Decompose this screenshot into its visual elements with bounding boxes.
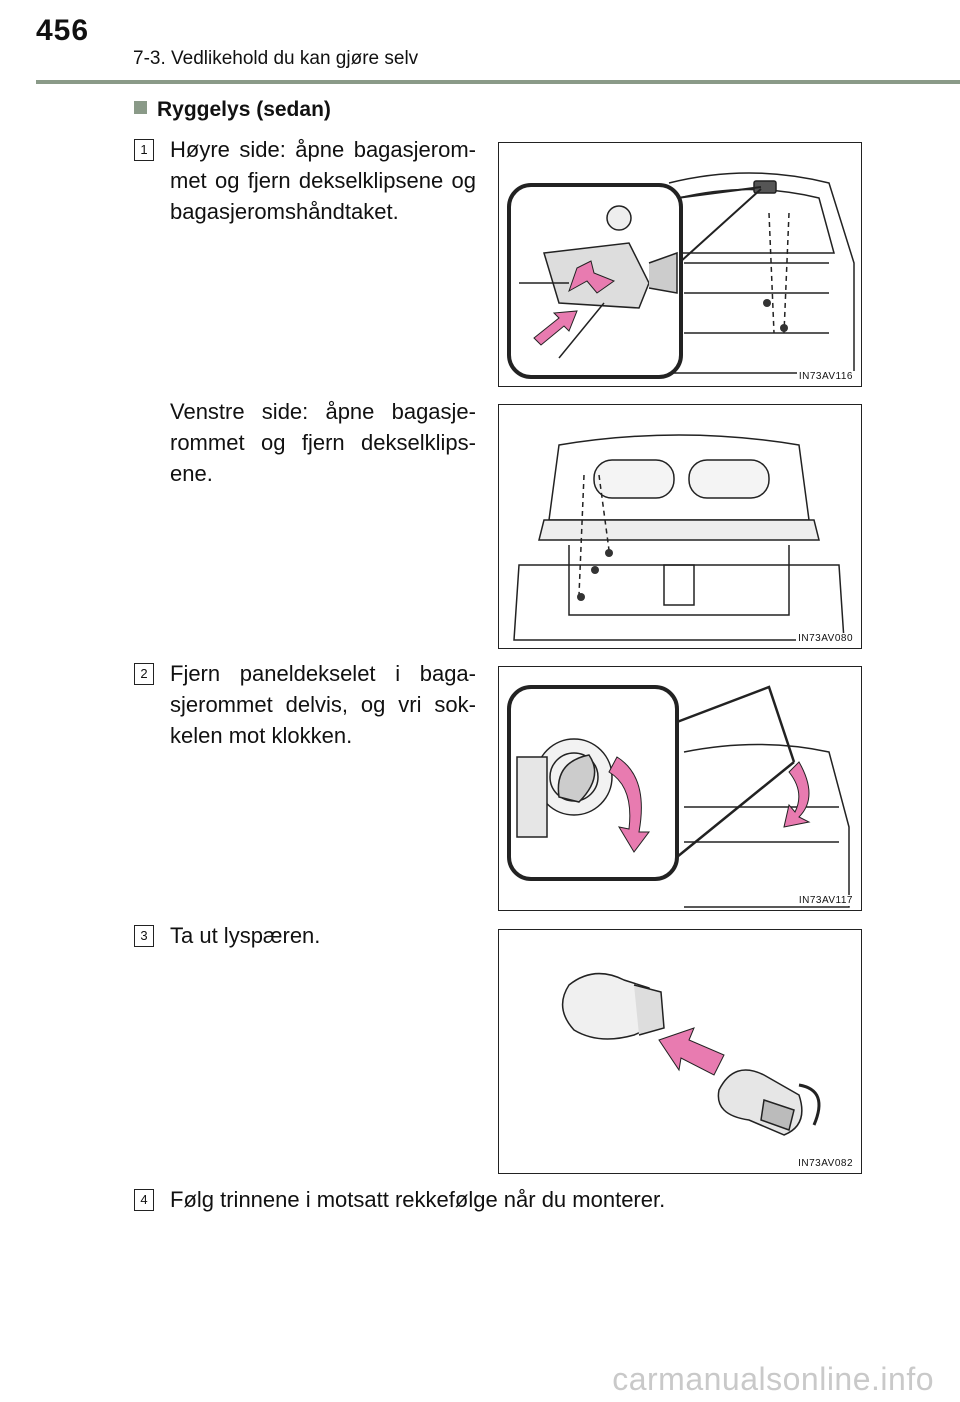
clip-icon	[577, 549, 613, 601]
figure-code-1: IN73AV116	[796, 371, 855, 382]
step-text-3: Ta ut lyspæren.	[170, 923, 321, 948]
step-text-1b: Venstre side: åpne bagasje- rommet og fj…	[170, 399, 476, 486]
clip-icon	[763, 299, 788, 332]
step-text-2: Fjern paneldekselet i baga- sjerommet de…	[170, 661, 476, 748]
figure-2: IN73AV080	[498, 404, 862, 649]
page-number: 456	[36, 14, 90, 47]
trunk-lid-icon	[683, 743, 850, 908]
step-badge-3: 3	[134, 925, 154, 947]
trunk-lid-icon	[668, 172, 855, 374]
step-text-1: Høyre side: åpne bagasjerom- met og fjer…	[170, 137, 476, 224]
step-badge-1: 1	[134, 139, 154, 161]
section-heading: Ryggelys (sedan)	[134, 98, 331, 122]
figure-1: IN73AV116	[498, 142, 862, 387]
heading-square-icon	[134, 101, 147, 114]
header-rule	[36, 80, 960, 84]
step-badge-2: 2	[134, 663, 154, 685]
rotate-arrow-icon	[608, 756, 811, 853]
bulb-icon	[561, 972, 665, 1040]
figure-3: IN73AV117	[498, 666, 862, 911]
lamp-socket-icon	[516, 738, 613, 838]
trunk-lid-icon	[513, 434, 845, 641]
section-heading-text: Ryggelys (sedan)	[157, 98, 331, 121]
arrow-icon	[658, 1027, 725, 1076]
watermark: carmanualsonline.info	[612, 1361, 934, 1397]
socket-icon	[717, 1069, 821, 1136]
arrow-icon	[533, 260, 616, 346]
figure-code-2: IN73AV080	[796, 633, 855, 644]
chapter-title: 7-3. Vedlikehold du kan gjøre selv	[133, 48, 419, 69]
figure-code-4: IN73AV082	[796, 1158, 855, 1169]
figure-code-3: IN73AV117	[796, 895, 855, 906]
step-badge-4: 4	[134, 1189, 154, 1211]
step-text-4: Følg trinnene i motsatt rekkefølge når d…	[170, 1187, 666, 1212]
figure-4: IN73AV082	[498, 929, 862, 1174]
